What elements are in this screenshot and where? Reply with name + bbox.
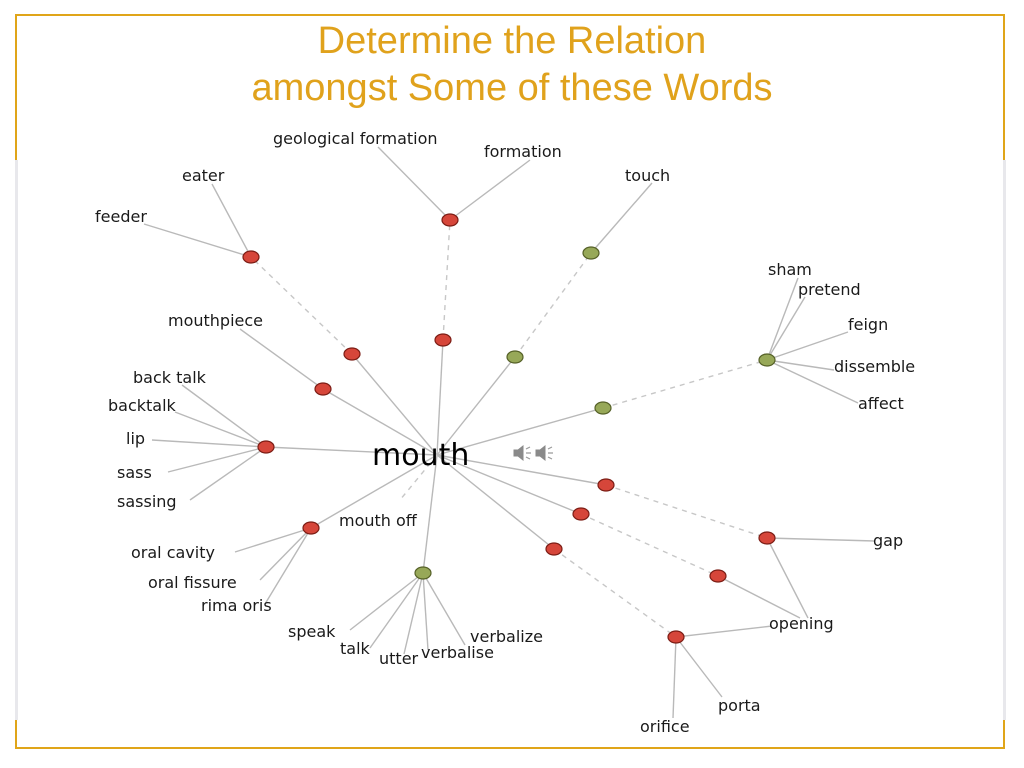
slide-title: Determine the Relation amongst Some of t… xyxy=(0,18,1024,112)
word-utter[interactable]: utter xyxy=(379,649,419,668)
word-oral-fissure[interactable]: oral fissure xyxy=(148,573,237,592)
word-eater[interactable]: eater xyxy=(182,166,225,185)
word-labels: geological formation formation eater fee… xyxy=(95,129,915,736)
word-mouthpiece[interactable]: mouthpiece xyxy=(168,311,263,330)
synset-node-link-d[interactable] xyxy=(594,401,612,415)
word-mouth-off[interactable]: mouth off xyxy=(339,511,418,530)
word-talk[interactable]: talk xyxy=(340,639,371,658)
word-dissemble[interactable]: dissemble xyxy=(834,357,915,376)
edges xyxy=(143,146,876,719)
right-side-bar xyxy=(1003,160,1006,720)
synset-node-link-e[interactable] xyxy=(597,478,615,492)
word-speak[interactable]: speak xyxy=(288,622,336,641)
synset-node-link-c[interactable] xyxy=(506,350,524,364)
synset-node-orifice[interactable] xyxy=(667,630,685,644)
word-gap[interactable]: gap xyxy=(873,531,903,550)
word-geological-formation[interactable]: geological formation xyxy=(273,129,438,148)
title-line-1: Determine the Relation xyxy=(317,20,707,62)
word-porta[interactable]: porta xyxy=(718,696,761,715)
synset-node-link-g[interactable] xyxy=(545,542,563,556)
word-sassing[interactable]: sassing xyxy=(117,492,177,511)
word-rima-oris[interactable]: rima oris xyxy=(201,596,272,615)
word-formation[interactable]: formation xyxy=(484,142,562,161)
word-back-talk[interactable]: back talk xyxy=(133,368,207,387)
synset-node-touch[interactable] xyxy=(582,246,600,260)
word-affect[interactable]: affect xyxy=(858,394,904,413)
synset-node-backtalk[interactable] xyxy=(257,440,275,454)
word-backtalk[interactable]: backtalk xyxy=(108,396,177,415)
speaker-icon[interactable] xyxy=(513,444,553,462)
synset-node-formation[interactable] xyxy=(441,213,459,227)
word-pretend[interactable]: pretend xyxy=(798,280,861,299)
synset-node-gap[interactable] xyxy=(758,531,776,545)
synset-node-link-f[interactable] xyxy=(572,507,590,521)
synset-node-speak[interactable] xyxy=(414,566,432,580)
word-oral-cavity[interactable]: oral cavity xyxy=(131,543,215,562)
word-feeder[interactable]: feeder xyxy=(95,207,147,226)
word-touch[interactable]: touch xyxy=(625,166,670,185)
synset-node-eater[interactable] xyxy=(242,250,260,264)
synset-node-mouthpiece[interactable] xyxy=(314,382,332,396)
title-line-2: amongst Some of these Words xyxy=(251,67,773,109)
synset-node-oral-cavity[interactable] xyxy=(302,521,320,535)
word-verbalize[interactable]: verbalize xyxy=(470,627,543,646)
word-orifice[interactable]: orifice xyxy=(640,717,690,736)
word-feign[interactable]: feign xyxy=(848,315,888,334)
synset-node-opening[interactable] xyxy=(709,569,727,583)
nodes xyxy=(242,213,776,644)
word-verbalise[interactable]: verbalise xyxy=(421,643,494,662)
center-word[interactable]: mouth xyxy=(372,438,469,473)
synset-node-link-a[interactable] xyxy=(434,333,452,347)
word-sass[interactable]: sass xyxy=(117,463,152,482)
synset-node-pretend[interactable] xyxy=(758,353,776,367)
word-sham[interactable]: sham xyxy=(768,260,812,279)
word-opening[interactable]: opening xyxy=(769,614,834,633)
word-lip[interactable]: lip xyxy=(126,429,145,448)
synset-node-link-b[interactable] xyxy=(343,347,361,361)
left-side-bar xyxy=(15,160,18,720)
